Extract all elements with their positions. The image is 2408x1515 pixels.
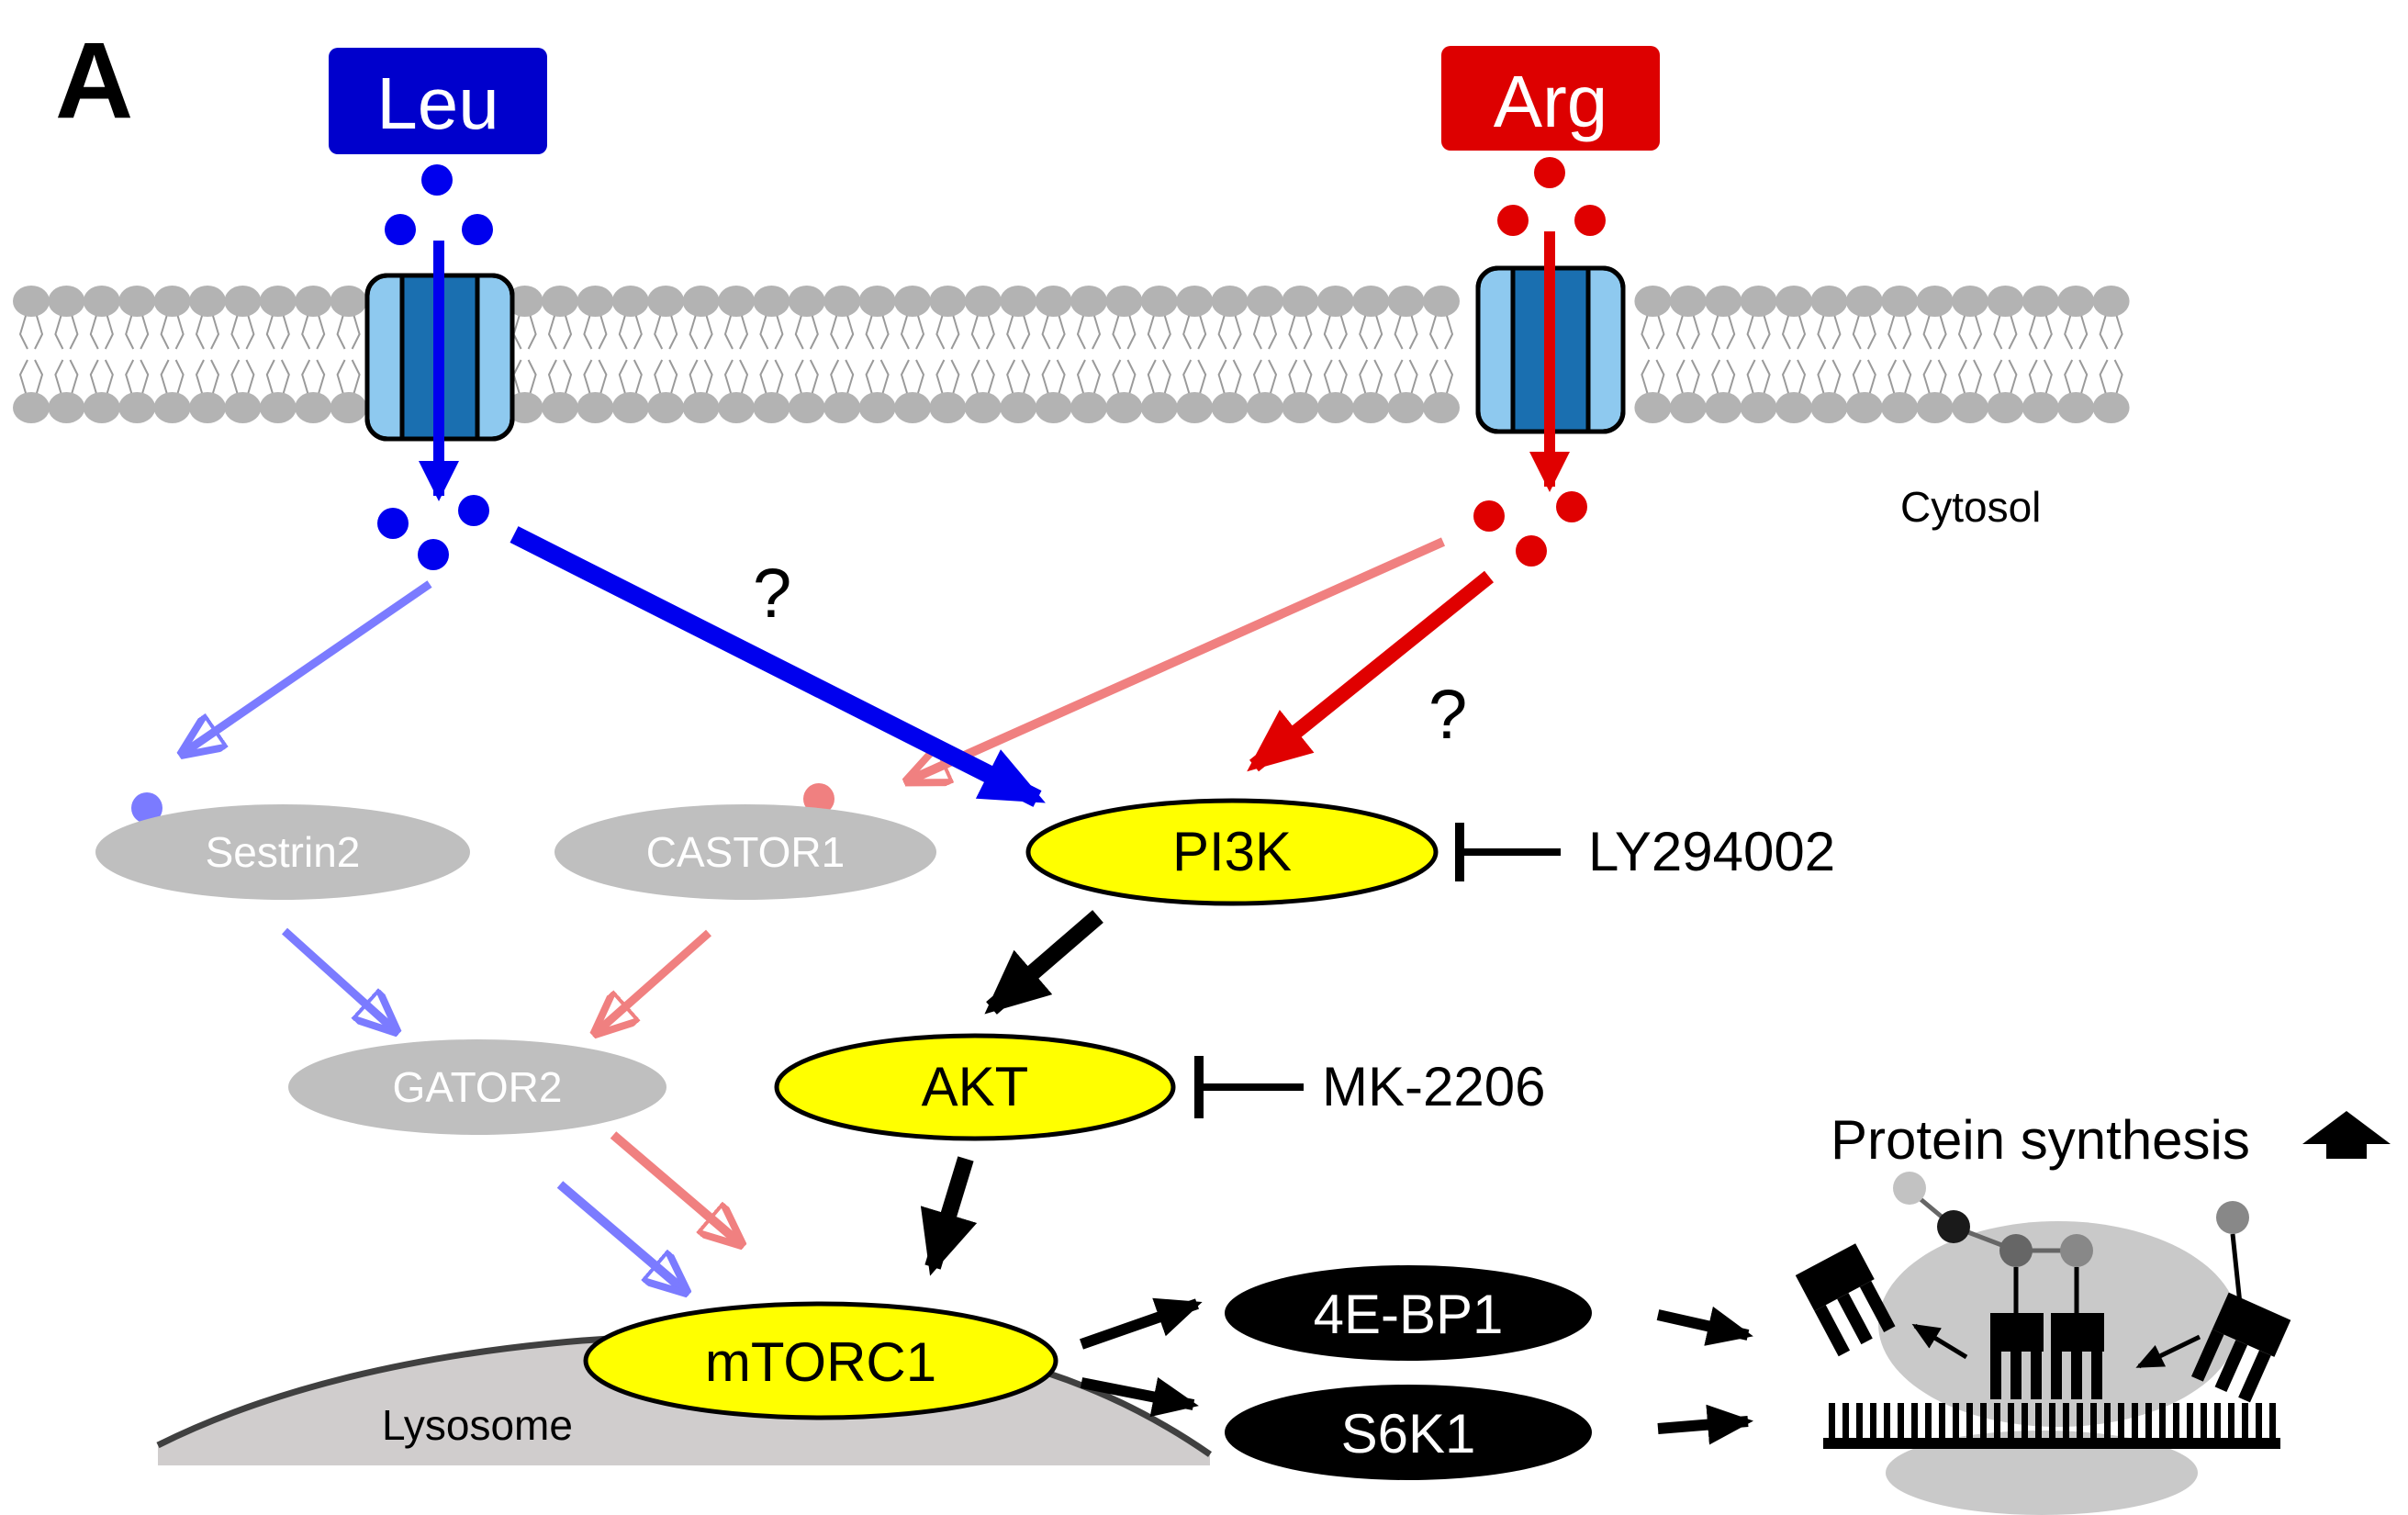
leu-bound-sestrin2	[131, 792, 162, 824]
akt-node: AKT	[774, 1033, 1176, 1141]
arg-to-pi3k-arrow	[1247, 570, 1495, 772]
gator2-label: GATOR2	[393, 1063, 563, 1111]
akt-inhibition	[1194, 1056, 1304, 1118]
4ebp1-label: 4E-BP1	[1314, 1284, 1504, 1345]
pi3k-inhibition	[1455, 823, 1561, 881]
leu-box: Leu	[329, 48, 547, 154]
trna-p-site	[1990, 1267, 2044, 1399]
mrna-strand	[1829, 1403, 2276, 1440]
mtorc1-label: mTORC1	[705, 1331, 936, 1393]
leu-molecules-extracellular	[385, 164, 493, 245]
leu-to-pi3k-arrow	[510, 526, 1046, 807]
arg-bound-castor1	[803, 783, 834, 814]
sestrin2-to-gator2-arrow	[281, 927, 395, 1030]
castor1-to-gator2-arrow	[597, 929, 711, 1032]
s6k1-label: S6K1	[1341, 1403, 1476, 1464]
sestrin2-node: Sestrin2	[95, 804, 470, 900]
gator2-node: GATOR2	[288, 1039, 666, 1135]
mtorc1-to-4ebp1-arrow	[1080, 1297, 1203, 1350]
cytosol-label: Cytosol	[1900, 483, 2041, 531]
castor1-label: CASTOR1	[646, 828, 845, 876]
nascent-peptide	[1893, 1172, 2093, 1267]
mk2206-label: MK-2206	[1322, 1056, 1545, 1117]
leu-pi3k-question-mark: ?	[753, 555, 791, 633]
trna-a-site	[2051, 1267, 2104, 1399]
incoming-trna-icon	[2191, 1201, 2291, 1403]
arg-pi3k-question-mark: ?	[1428, 676, 1467, 754]
s6k1-to-ribosome-arrow	[1657, 1404, 1753, 1445]
ly294002-label: LY294002	[1588, 821, 1835, 882]
arg-box: Arg	[1441, 46, 1660, 151]
arg-molecules-cytosolic	[1473, 491, 1587, 567]
trna-exit-arrow	[1911, 1323, 1968, 1360]
trna-icon	[1795, 1243, 1896, 1357]
akt-to-mtorc1-arrow	[920, 1156, 978, 1276]
trna-entry-arrow	[2135, 1334, 2201, 1369]
s6k1-node: S6K1	[1225, 1385, 1592, 1480]
mtorc1-node: mTORC1	[583, 1301, 1058, 1420]
lysosome-label: Lysosome	[382, 1401, 573, 1449]
leu-label: Leu	[376, 62, 498, 144]
4ebp1-to-ribosome-arrow	[1656, 1306, 1753, 1346]
gator2-arg-to-mtorc1-arrow	[610, 1131, 740, 1243]
pi3k-to-akt-arrow	[984, 910, 1103, 1015]
arg-molecules-extracellular	[1497, 157, 1606, 236]
panel-letter: A	[55, 20, 133, 141]
leu-molecules-cytosolic	[377, 495, 489, 570]
cell-membrane	[13, 286, 2130, 423]
pi3k-label: PI3K	[1172, 821, 1292, 882]
arg-to-castor1-arrow	[909, 537, 1446, 780]
castor1-node: CASTOR1	[554, 804, 936, 900]
up-arrow-icon	[2302, 1111, 2391, 1159]
gator2-leu-to-mtorc1-arrow	[556, 1181, 685, 1291]
leu-to-sestrin2-arrow	[184, 580, 432, 753]
4ebp1-node: 4E-BP1	[1225, 1265, 1592, 1361]
protein-synthesis-label: Protein synthesis	[1831, 1109, 2250, 1171]
pi3k-node: PI3K	[1025, 798, 1439, 906]
arg-label: Arg	[1494, 61, 1608, 142]
sestrin2-label: Sestrin2	[206, 828, 361, 876]
akt-label: AKT	[922, 1056, 1029, 1117]
ribosome-icon	[1823, 1172, 2280, 1515]
mtorc1-to-s6k1-arrow	[1080, 1376, 1199, 1418]
